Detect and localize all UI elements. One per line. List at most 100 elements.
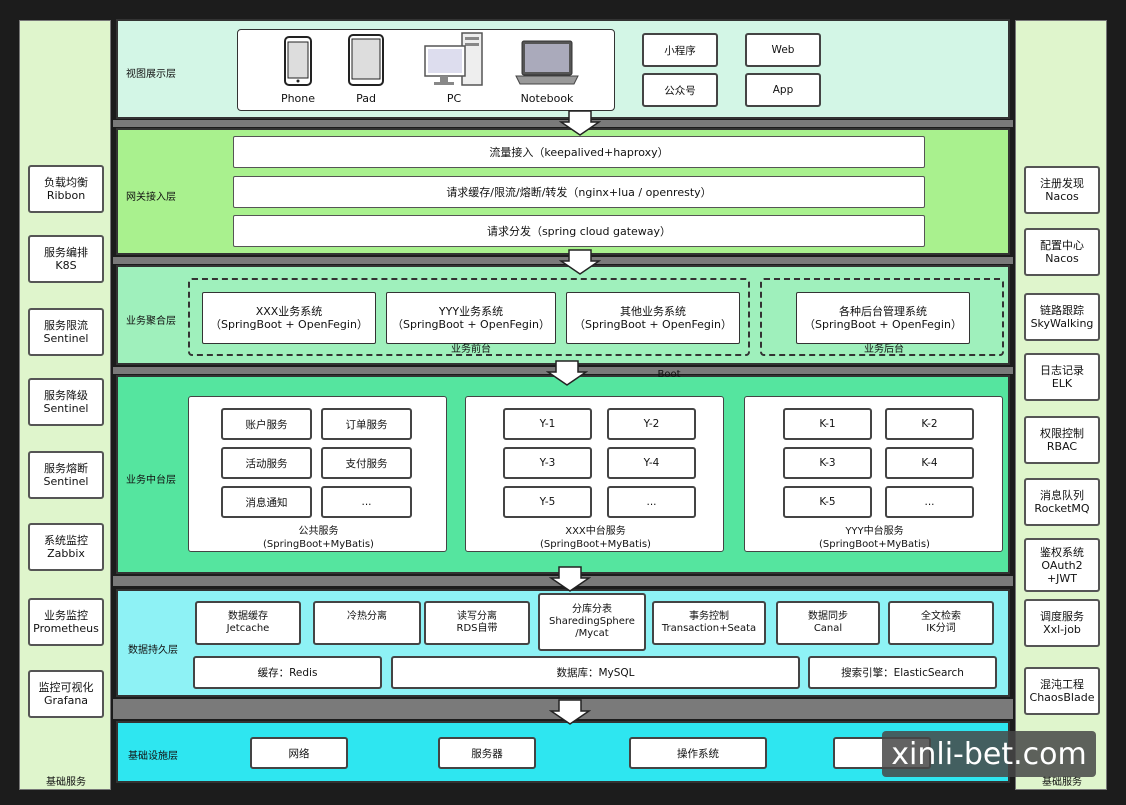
item-title: 配置中心 (1040, 239, 1084, 252)
infra-server[interactable]: 服务器 (438, 737, 536, 769)
item-tech: ELK (1051, 377, 1073, 390)
down-arrow-icon (546, 360, 588, 386)
left-item-2[interactable]: 服务限流 Sentinel (28, 308, 104, 356)
right-item-1[interactable]: 配置中心 Nacos (1024, 228, 1100, 276)
service-item[interactable]: Y-5 (503, 486, 592, 518)
system-name: XXX业务系统 (255, 305, 323, 318)
left-item-1[interactable]: 服务编排 K8S (28, 235, 104, 283)
full-text-search-box[interactable]: 全文检索 IK分词 (888, 601, 994, 645)
service-item[interactable]: Y-1 (503, 408, 592, 440)
box-tech-extra: /Mycat (575, 628, 609, 639)
group-tech: (SpringBoot+MyBatis) (540, 539, 651, 550)
left-item-6[interactable]: 业务监控 Prometheus (28, 598, 104, 646)
channel-web[interactable]: Web (745, 33, 821, 67)
item-tech: Xxl-job (1043, 623, 1081, 636)
service-item[interactable]: 订单服务 (321, 408, 412, 440)
front-system-yyy[interactable]: YYY业务系统 （SpringBoot + OpenFegin） (386, 292, 556, 344)
right-item-7[interactable]: 调度服务 Xxl-job (1024, 599, 1100, 647)
service-item[interactable]: ... (607, 486, 696, 518)
item-title: 业务监控 (44, 609, 88, 622)
device-label-pad: Pad (356, 92, 376, 105)
service-item[interactable]: 账户服务 (221, 408, 312, 440)
gateway-row-dispatch[interactable]: 请求分发（spring cloud gateway） (233, 215, 925, 247)
item-title: 负载均衡 (44, 176, 88, 189)
left-item-4[interactable]: 服务熔断 Sentinel (28, 451, 104, 499)
group-tech: (SpringBoot+MyBatis) (263, 539, 374, 550)
service-item[interactable]: ... (885, 486, 974, 518)
front-system-other[interactable]: 其他业务系统 （SpringBoot + OpenFegin） (566, 292, 740, 344)
business-back-caption: 业务后台 (864, 344, 904, 355)
device-label-pc: PC (446, 92, 462, 105)
box-tech: Transaction+Seata (661, 623, 757, 634)
service-item[interactable]: ... (321, 486, 412, 518)
phone-icon (284, 36, 312, 86)
down-arrow-icon (549, 699, 591, 725)
infra-os[interactable]: 操作系统 (629, 737, 767, 769)
back-system-admin[interactable]: 各种后台管理系统 （SpringBoot + OpenFegin） (796, 292, 970, 344)
channel-official-account[interactable]: 公众号 (642, 73, 718, 107)
left-item-7[interactable]: 监控可视化 Grafana (28, 670, 104, 718)
box-title: 数据缓存 (228, 611, 268, 622)
left-item-5[interactable]: 系统监控 Zabbix (28, 523, 104, 571)
gateway-row-traffic[interactable]: 流量接入（keepalived+haproxy） (233, 136, 925, 168)
right-item-5[interactable]: 消息队列 RocketMQ (1024, 478, 1100, 526)
layer-label: 视图展示层 (126, 69, 176, 80)
service-item[interactable]: 支付服务 (321, 447, 412, 479)
box-tech: IK分词 (926, 623, 956, 634)
left-sidebar-footer: 基础服务 (46, 777, 86, 788)
service-item[interactable]: K-3 (783, 447, 872, 479)
system-tech: （SpringBoot + OpenFegin） (392, 318, 550, 331)
desktop-pc-icon (424, 32, 483, 86)
data-sync-box[interactable]: 数据同步 Canal (776, 601, 880, 645)
group-caption: XXX中台服务 (565, 526, 626, 537)
service-item[interactable]: K-5 (783, 486, 872, 518)
database-mysql-box[interactable]: 数据库：MySQL (391, 656, 800, 689)
service-item[interactable]: 活动服务 (221, 447, 312, 479)
watermark: xinli-bet.com (882, 731, 1096, 777)
channel-app[interactable]: App (745, 73, 821, 107)
right-sidebar-footer: 基础服务 (1042, 777, 1082, 788)
overlap-text: Boot (657, 369, 681, 380)
right-item-0[interactable]: 注册发现 Nacos (1024, 166, 1100, 214)
data-cache-box[interactable]: 数据缓存 Jetcache (195, 601, 301, 645)
right-item-4[interactable]: 权限控制 RBAC (1024, 416, 1100, 464)
aggregation-layer: 业务聚合层 XXX业务系统 （SpringBoot + OpenFegin） Y… (116, 265, 1010, 365)
front-system-xxx[interactable]: XXX业务系统 （SpringBoot + OpenFegin） (202, 292, 376, 344)
right-item-2[interactable]: 链路跟踪 SkyWalking (1024, 293, 1100, 341)
search-engine-box[interactable]: 搜索引擎：ElasticSearch (808, 656, 997, 689)
laptop-icon (515, 40, 579, 85)
infrastructure-layer: 基础设施层 网络 服务器 操作系统 (116, 721, 1010, 783)
hot-cold-separation-box[interactable]: 冷热分离 (313, 601, 421, 645)
gateway-row-cache-limit[interactable]: 请求缓存/限流/熔断/转发（nginx+lua / openresty） (233, 176, 925, 208)
item-tech: Sentinel (43, 402, 89, 415)
service-item[interactable]: K-2 (885, 408, 974, 440)
item-title: 链路跟踪 (1040, 304, 1084, 317)
read-write-separation-box[interactable]: 读写分离 RDS自带 (424, 601, 530, 645)
service-item[interactable]: Y-4 (607, 447, 696, 479)
tablet-icon (348, 34, 384, 86)
left-item-0[interactable]: 负载均衡 Ribbon (28, 165, 104, 213)
system-tech: （SpringBoot + OpenFegin） (574, 318, 732, 331)
service-item[interactable]: Y-2 (607, 408, 696, 440)
business-front-caption: 业务前台 (451, 344, 491, 355)
item-tech: Nacos (1045, 190, 1079, 203)
service-item[interactable]: K-1 (783, 408, 872, 440)
system-name: 其他业务系统 (620, 305, 686, 318)
service-item[interactable]: Y-3 (503, 447, 592, 479)
infra-network[interactable]: 网络 (250, 737, 348, 769)
sharding-box[interactable]: 分库分表 SharedingSphere /Mycat (538, 593, 646, 651)
down-arrow-icon (549, 566, 591, 592)
right-item-6[interactable]: 鉴权系统 OAuth2 +JWT (1024, 538, 1100, 592)
left-item-3[interactable]: 服务降级 Sentinel (28, 378, 104, 426)
item-title: 服务熔断 (44, 462, 88, 475)
item-tech: OAuth2 (1041, 558, 1083, 572)
cache-redis-box[interactable]: 缓存：Redis (193, 656, 382, 689)
service-item[interactable]: 消息通知 (221, 486, 312, 518)
service-item[interactable]: K-4 (885, 447, 974, 479)
item-tech: Zabbix (47, 547, 85, 560)
channel-mini-program[interactable]: 小程序 (642, 33, 718, 67)
transaction-box[interactable]: 事务控制 Transaction+Seata (652, 601, 766, 645)
right-item-8[interactable]: 混沌工程 ChaosBlade (1024, 667, 1100, 715)
right-item-3[interactable]: 日志记录 ELK (1024, 353, 1100, 401)
item-tech: SkyWalking (1030, 317, 1094, 330)
